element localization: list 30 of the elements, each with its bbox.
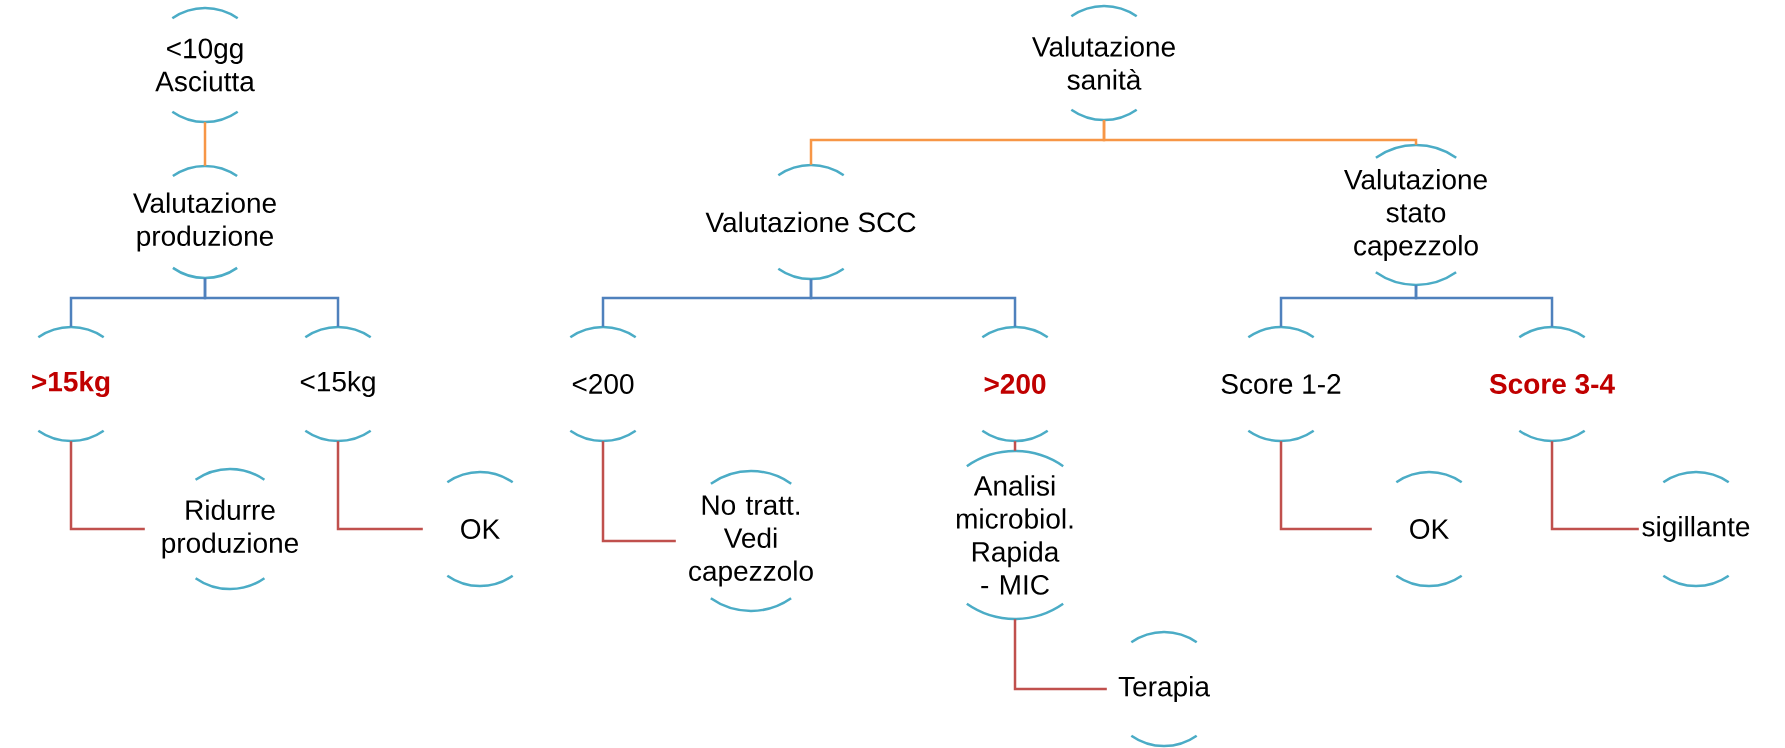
connector-line xyxy=(809,279,1017,327)
connector-line xyxy=(1013,619,1107,691)
arc-node: Score 3-4 xyxy=(1489,325,1615,443)
arc-node: >15kg xyxy=(32,325,110,443)
connector-line xyxy=(1279,441,1372,531)
arc-node: sigillante xyxy=(1642,470,1750,588)
arc-node: No tratt. Vedi capezzolo xyxy=(689,469,813,613)
arc-node: Valutazione produzione xyxy=(133,164,276,280)
arc-node: <200 xyxy=(569,325,637,443)
connector-line xyxy=(203,278,340,327)
arc-node: Terapia xyxy=(1118,630,1210,748)
connector-line xyxy=(69,441,145,531)
arc-node: OK xyxy=(446,470,514,588)
connector-line xyxy=(601,441,676,543)
arc-node: Analisi microbiol. Rapida - MIC xyxy=(956,449,1073,621)
arc-node: OK xyxy=(1395,470,1463,588)
connector-line xyxy=(1013,441,1017,451)
arc-node: Ridurre produzione xyxy=(162,467,298,591)
arc-node: <10gg Asciutta xyxy=(155,6,255,124)
arc-node: Valutazione sanità xyxy=(1032,4,1175,122)
connector-line xyxy=(1414,285,1554,327)
arc-node: Valutazione stato capezzolo xyxy=(1344,143,1487,287)
connector-line xyxy=(203,122,207,166)
arc-node: Score 1-2 xyxy=(1221,325,1341,443)
arc-node: >200 xyxy=(981,325,1049,443)
connector-line xyxy=(336,441,423,531)
arc-node: Valutazione SCC xyxy=(705,163,916,281)
connector-line xyxy=(1550,441,1639,531)
arc-node: <15kg xyxy=(300,325,375,443)
connector-line xyxy=(1102,120,1418,145)
